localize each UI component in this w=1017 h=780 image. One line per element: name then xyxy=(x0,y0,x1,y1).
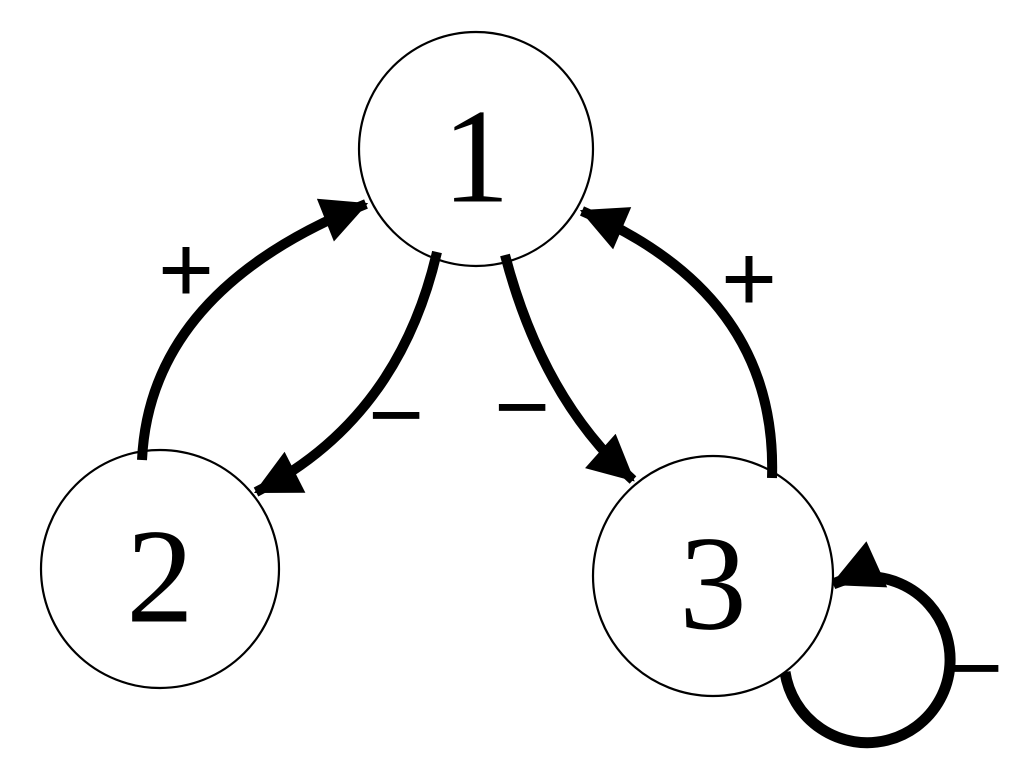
node-label-node-3: 3 xyxy=(679,510,747,659)
node-3-circle xyxy=(591,454,835,698)
sign-label-edge-3-to-1: + xyxy=(721,224,778,335)
sign-label-edge-1-to-3: − xyxy=(494,352,551,463)
edge-1-to-2 xyxy=(253,250,442,497)
node-label-node-1: 1 xyxy=(442,83,510,232)
sign-label-edge-2-to-1: + xyxy=(158,215,215,326)
sign-label-edge-1-to-2: − xyxy=(368,360,425,471)
sign-label-edge-3-self: − xyxy=(947,613,1004,724)
node-1-circle xyxy=(357,30,595,268)
edge-3-self xyxy=(779,541,956,749)
edge-2-to-1 xyxy=(137,198,369,461)
node-2-circle xyxy=(39,448,281,690)
edge-3-to-1 xyxy=(579,206,778,479)
edge-1-to-3 xyxy=(500,253,637,484)
node-label-node-2: 2 xyxy=(126,503,194,652)
